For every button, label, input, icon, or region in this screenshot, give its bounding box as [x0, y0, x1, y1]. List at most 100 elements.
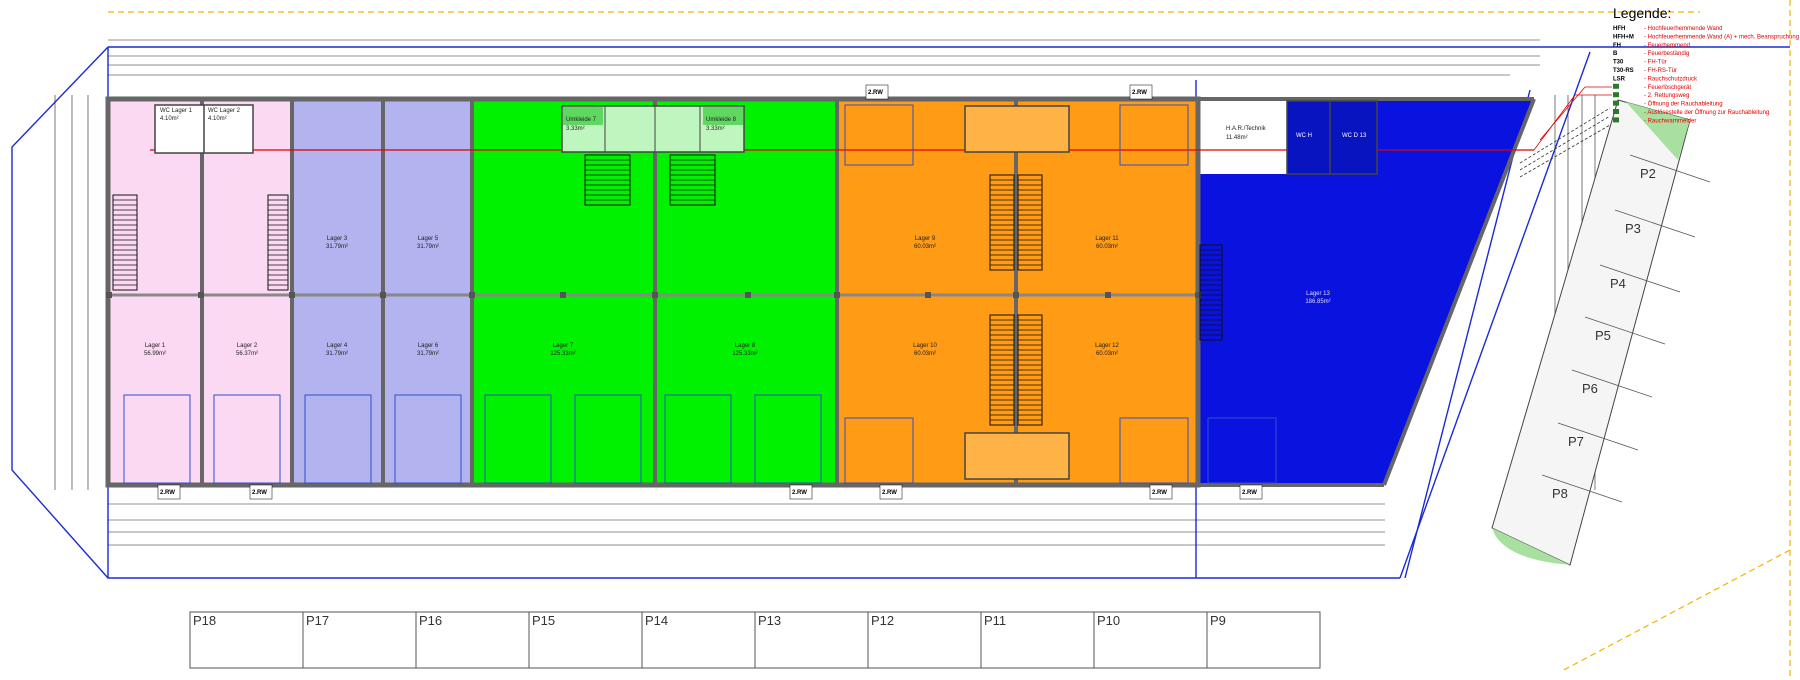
legend-code: LSR: [1613, 76, 1626, 82]
exit-label: 2.RW: [868, 90, 883, 96]
legend-desc: - Feuerlöschgerät: [1644, 85, 1691, 91]
room-name: Lager 10: [913, 343, 937, 349]
room-name: Lager 1: [145, 343, 166, 349]
parking-divider: [1599, 264, 1681, 293]
legend-code: T30: [1613, 60, 1624, 66]
parking-divider: [1629, 154, 1711, 183]
legend: Legende:: [1613, 5, 1671, 21]
legend-desc: - Rauchwarnmelder: [1644, 118, 1696, 124]
parking-label: P14: [645, 613, 668, 628]
parking-label: P13: [758, 613, 781, 628]
room-area: 3.33m²: [566, 126, 585, 132]
parking-label: P17: [306, 613, 329, 628]
room-name: WC Lager 2: [208, 108, 241, 114]
room-area: 60.03m²: [1096, 244, 1118, 250]
room-area: 56.37m²: [236, 351, 258, 357]
legend-symbol-icon: [1613, 109, 1619, 114]
legend-desc: - FH-Tür: [1644, 60, 1667, 66]
room-area: 31.79m²: [417, 351, 439, 357]
room-name: WC H: [1296, 133, 1312, 139]
exit-label: 2.RW: [1242, 490, 1257, 496]
wc-block-blue: [1286, 100, 1378, 175]
parking-label: P8: [1552, 486, 1568, 501]
legend-symbol-icon: [1613, 100, 1619, 106]
room-area: 56.99m²: [144, 351, 166, 357]
room-name: Lager 9: [915, 236, 936, 242]
room-name: WC D 13: [1342, 133, 1367, 139]
umkleide-block-green: [561, 105, 745, 153]
exit-label: 2.RW: [1152, 490, 1167, 496]
legend-desc: - Feuerbeständig: [1644, 51, 1689, 57]
room-name: Lager 12: [1095, 343, 1119, 349]
legend-code: HFH: [1613, 26, 1625, 32]
room-area: 60.03m²: [914, 351, 936, 357]
parking-label: P4: [1610, 276, 1626, 291]
legend-leaders-dashed: [1519, 107, 1611, 178]
parking-label: P2: [1640, 166, 1656, 181]
legend-title: Legende:: [1613, 5, 1671, 21]
legend-desc: - Feuerhemmend: [1644, 43, 1690, 49]
parking-divider: [1557, 422, 1639, 451]
room-area: 3.33m²: [706, 126, 725, 132]
parking-label: P5: [1595, 328, 1611, 343]
stair-treads: [113, 159, 1222, 421]
legend-symbol-icon: [1613, 117, 1619, 123]
zone-blue: [1197, 101, 1534, 483]
plot-boundary: [108, 0, 1791, 680]
room-name: Lager 4: [327, 343, 348, 349]
parking-label: P9: [1210, 613, 1226, 628]
exit-label: 2.RW: [252, 490, 267, 496]
room-name: Lager 5: [418, 236, 439, 242]
small-room-labels: WC Lager 1 4.10m² WC Lager 2 4.10m² Umkl…: [160, 108, 1367, 141]
exit-label: 2.RW: [160, 490, 175, 496]
room-area: 125.33m²: [732, 351, 757, 357]
parking-label: P3: [1625, 221, 1641, 236]
exit-label: 2.RW: [882, 490, 897, 496]
parking-divider: [1614, 209, 1696, 238]
exit-label: 2.RW: [792, 490, 807, 496]
parking-label: P7: [1568, 434, 1584, 449]
dimension-lines-top: [108, 39, 1540, 76]
room-name: Lager 7: [553, 343, 574, 349]
room-name: Lager 3: [327, 236, 348, 242]
parking-bottom-labels: P18 P17 P16 P15 P14 P13 P12 P11 P10 P9: [193, 613, 1226, 628]
parking-label: P11: [984, 613, 1006, 628]
wc-block-orange: [964, 105, 1070, 480]
parking-divider: [1571, 369, 1653, 398]
room-name: Lager 11: [1095, 236, 1119, 242]
parking-label: P15: [532, 613, 555, 628]
parking-label: P12: [871, 613, 894, 628]
room-area: 186.85m²: [1305, 299, 1330, 305]
columns: [106, 292, 1201, 298]
room-name: WC Lager 1: [160, 108, 193, 114]
room-name: Lager 13: [1306, 291, 1330, 297]
room-name: Umkleide 8: [706, 117, 737, 123]
room-area: 60.03m²: [1096, 351, 1118, 357]
room-name: Lager 6: [418, 343, 439, 349]
legend-code: FH: [1613, 43, 1621, 49]
parking-divider: [1584, 316, 1666, 345]
loading-doors: [123, 104, 1277, 484]
legend-desc: - 2. Rettungsweg: [1644, 93, 1689, 99]
legend-leaders: [1533, 86, 1612, 151]
legend-code: T30-RS: [1613, 68, 1634, 74]
dimension-lines-bottom: [108, 503, 1385, 546]
parking-label: P16: [419, 613, 442, 628]
dimension-lines-left: [54, 95, 89, 490]
legend-desc: - Öffnung der Rauchableitung: [1644, 101, 1723, 108]
parking-label: P10: [1097, 613, 1120, 628]
parking-right: [1491, 99, 1691, 566]
room-name: Lager 8: [735, 343, 756, 349]
legend-code: HFH+M: [1613, 34, 1634, 40]
parking-right-dividers: [1541, 154, 1711, 503]
legend-desc: - Rauchschutzdruck: [1644, 76, 1698, 82]
parking-label: P18: [193, 613, 216, 628]
exit-markers: [157, 84, 1263, 500]
room-area: 125.33m²: [550, 351, 575, 357]
legend-symbol-icon: [1613, 92, 1619, 98]
room-area: 31.79m²: [417, 244, 439, 250]
parking-divider: [1541, 474, 1623, 503]
room-name: Lager 2: [237, 343, 258, 349]
